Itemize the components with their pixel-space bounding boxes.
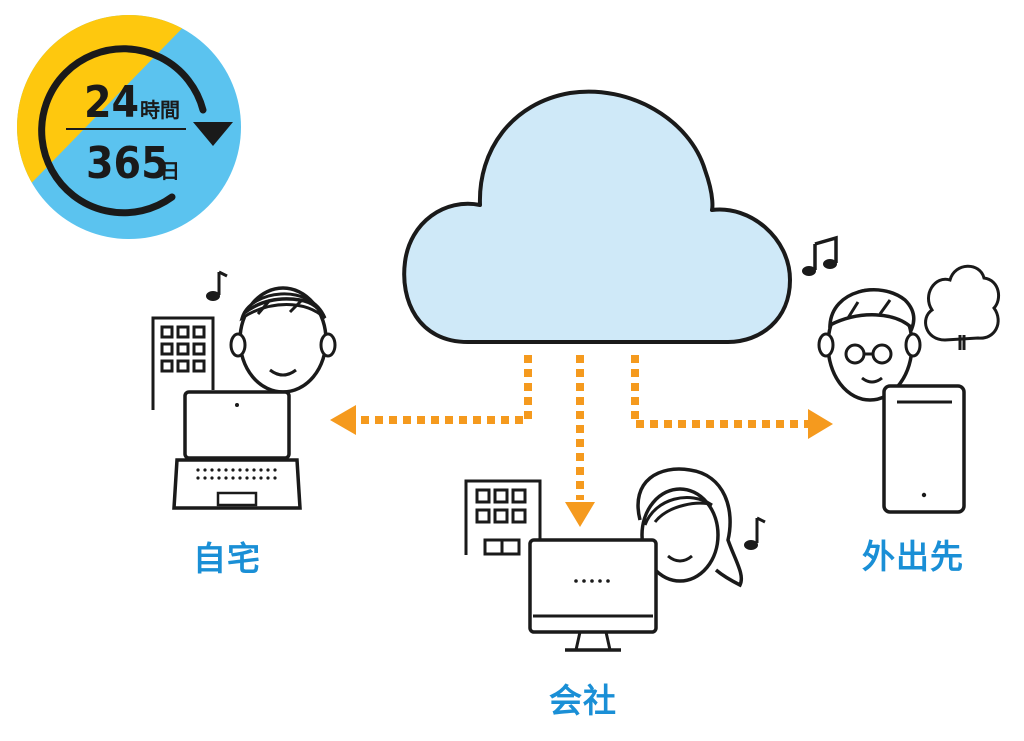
location-label-office: 会社 (549, 681, 617, 720)
badge-hours-number: 24 (84, 77, 139, 128)
tablet-icon (882, 384, 966, 514)
arrow-head-home (330, 405, 356, 435)
person-office-avatar (631, 467, 743, 590)
clock-arrow-icon (38, 45, 207, 217)
tree-icon (924, 264, 1001, 350)
arrow-head-office (565, 502, 595, 527)
person-outside-avatar (817, 288, 922, 402)
arrow-head-outside (808, 409, 833, 439)
cloud-icon (402, 89, 792, 344)
badge-days-unit: 日 (160, 159, 180, 183)
connector-to-outside (631, 355, 808, 428)
location-label-home: 自宅 (193, 539, 261, 578)
home-group (151, 270, 337, 510)
office-group (464, 467, 766, 652)
building-icon (464, 479, 542, 556)
music-note-icon (802, 235, 838, 276)
outside-group (802, 235, 1001, 514)
person-home-avatar (229, 286, 337, 394)
badge-hours-unit: 時間 (140, 98, 180, 122)
music-note-icon (206, 270, 228, 301)
connector-to-home (356, 355, 532, 424)
location-label-outside: 外出先 (862, 537, 964, 576)
badge-days-number: 365 (86, 138, 169, 189)
desktop-monitor-icon (528, 538, 658, 652)
laptop-icon (172, 390, 302, 510)
music-note-icon (744, 516, 766, 550)
availability-badge: 24 時間 365 日 (17, 15, 241, 239)
building-icon (151, 316, 215, 410)
